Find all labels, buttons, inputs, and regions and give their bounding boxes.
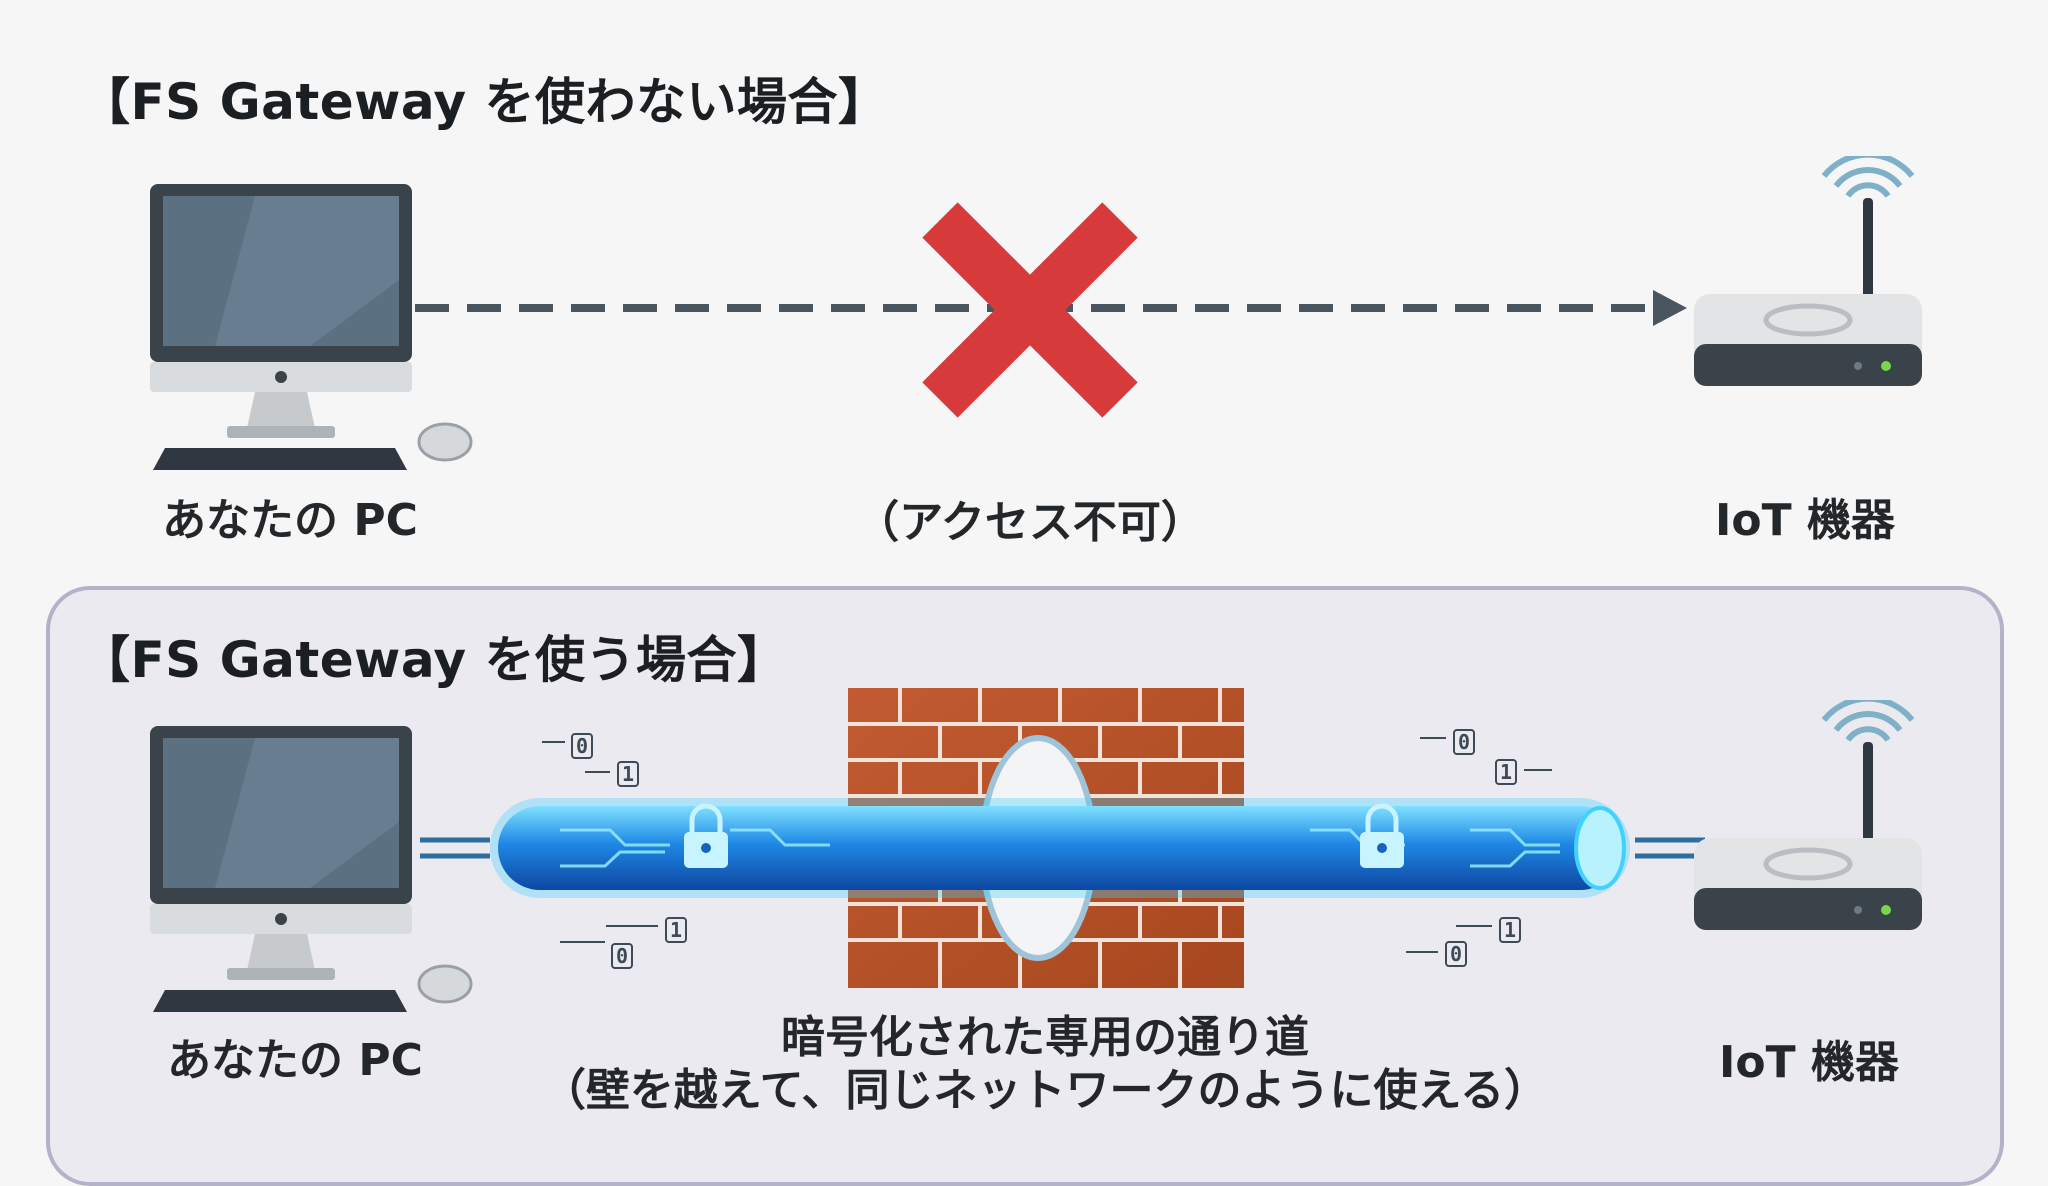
pc-label-top: あなたの PC [162,495,418,546]
data-bit: 1 [1456,917,1521,943]
data-bit: 1 [606,917,687,943]
pc-connector-lines [420,837,490,859]
iot-device-label-bottom: IoT 機器 [1719,1037,1899,1088]
top-section-title: 【FS Gateway を使わない場合】 [80,73,889,131]
data-bit: 0 [1420,729,1475,755]
pc-label-bottom: あなたの PC [167,1035,423,1086]
access-denied-label: （アクセス不可） [855,497,1205,548]
lock-icon [684,803,728,868]
cross-icon [922,202,1138,418]
keyboard-icon [153,448,407,470]
wifi-icon [1821,700,1915,742]
iot-device-label-top: IoT 機器 [1715,495,1895,546]
svg-text:0: 0 [616,944,628,968]
encrypted-tunnel [490,798,1630,898]
tunnel-caption-line1: 暗号化された専用の通り道 [781,1012,1309,1063]
encrypted-tunnel-diagram: 0 1 1 0 0 1 1 0 [420,688,1705,988]
svg-text:1: 1 [1504,918,1516,942]
device-connector-lines [1635,837,1705,859]
svg-text:1: 1 [622,762,634,786]
tunnel-caption: 暗号化された専用の通り道 （壁を越えて、同じネットワークのように使える） [540,1012,1550,1118]
svg-text:0: 0 [1450,942,1462,966]
mouse-icon [417,422,473,462]
lock-icon [1360,803,1404,868]
mouse-icon [417,964,473,1004]
blocked-connection-arrow [415,290,1687,326]
data-bit: 0 [542,733,593,759]
data-bit: 0 [560,941,633,969]
svg-text:1: 1 [1500,760,1512,784]
tunnel-caption-line2: （壁を越えて、同じネットワークのように使える） [541,1064,1549,1116]
bottom-section-title: 【FS Gateway を使う場合】 [80,631,788,689]
computer-icon [150,726,473,1012]
svg-text:0: 0 [576,734,588,758]
data-bit: 0 [1406,941,1467,967]
router-icon [1694,156,1922,386]
data-bit: 1 [1495,759,1552,785]
keyboard-icon [153,990,407,1012]
svg-text:1: 1 [670,918,682,942]
data-bit: 1 [585,761,639,787]
router-icon [1694,700,1922,930]
svg-text:0: 0 [1458,730,1470,754]
computer-icon [150,184,473,470]
wifi-icon [1821,156,1915,198]
